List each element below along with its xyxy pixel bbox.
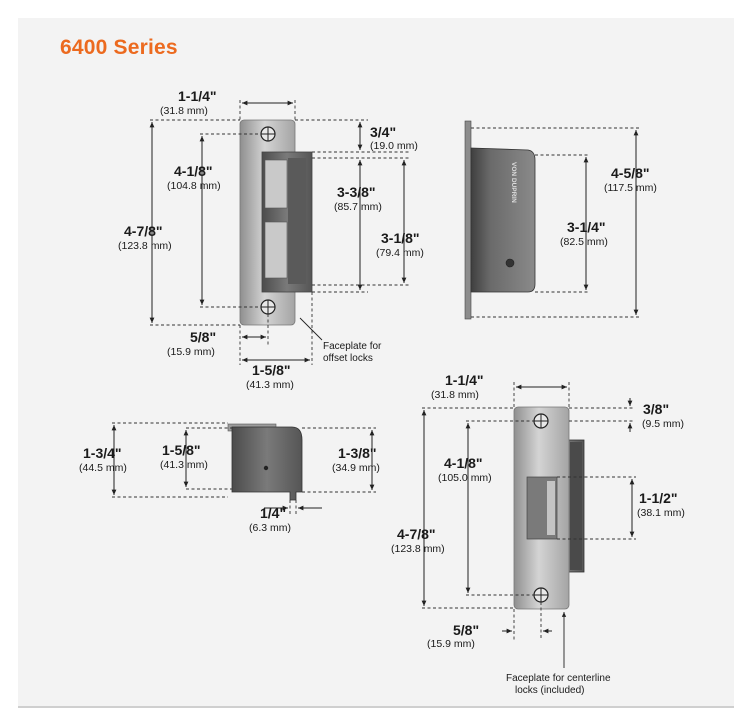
end-view: 1-3/4" (44.5 mm) 1-5/8" (41.3 mm) 1-3/8"…: [79, 422, 380, 534]
side-faceplate: [464, 120, 472, 320]
dim-body-height: 3-3/8": [337, 184, 376, 200]
faceplate-note-line2: offset locks: [323, 353, 373, 364]
dim-cl-keeper: 1-1/2": [639, 490, 678, 506]
dim-overall-mm: (123.8 mm): [118, 240, 172, 252]
screw-hole-icon: [533, 587, 549, 603]
dim-width-top: 1-1/4": [178, 88, 217, 104]
dim-end-lip: 1/4": [260, 505, 286, 521]
dim-end-depth-mm: (44.5 mm): [79, 462, 127, 474]
dim-hole-span: 4-1/8": [174, 163, 213, 179]
dim-top-gap: 3/4": [370, 124, 396, 140]
dim-hole-offset-mm: (15.9 mm): [167, 346, 215, 358]
dim-cl-width-top: 1-1/4": [445, 372, 484, 388]
centerline-note-line1: Faceplate for centerline: [506, 673, 611, 684]
dim-end-depth: 1-3/4": [83, 445, 122, 461]
screw-hole-icon: [260, 299, 276, 315]
dim-side-overall: 4-5/8": [611, 165, 650, 181]
dim-hole-offset: 5/8": [190, 329, 216, 345]
dim-cl-hole-span: 4-1/8": [444, 455, 483, 471]
dim-cl-hole-span-mm: (105.0 mm): [438, 472, 492, 484]
dim-side-body-mm: (82.5 mm): [560, 236, 608, 248]
dim-hole-span-mm: (104.8 mm): [167, 180, 221, 192]
dim-side-body: 3-1/4": [567, 219, 606, 235]
dim-bottom-width: 1-5/8": [252, 362, 291, 378]
dim-cl-top-gap-mm: (9.5 mm): [642, 418, 684, 430]
page-title: 6400 Series: [60, 36, 178, 59]
dim-width-top-mm: (31.8 mm): [160, 105, 208, 117]
faceplate-note-line1: Faceplate for: [323, 341, 382, 352]
centerline-note-line2: locks (included): [515, 685, 584, 696]
dim-cl-width-top-mm: (31.8 mm): [431, 389, 479, 401]
dim-top-gap-mm: (19.0 mm): [370, 140, 418, 152]
dim-cl-overall: 4-7/8": [397, 526, 436, 542]
dim-keeper-height-mm: (79.4 mm): [376, 247, 424, 259]
dim-side-overall-mm: (117.5 mm): [604, 182, 657, 194]
dim-end-right-mm: (34.9 mm): [332, 462, 380, 474]
dim-cl-hole-offset: 5/8": [453, 622, 479, 638]
screw-hole-icon: [260, 126, 276, 142]
dim-body-height-mm: (85.7 mm): [334, 201, 382, 213]
dim-cl-hole-offset-mm: (15.9 mm): [427, 638, 475, 650]
end-body: [231, 426, 303, 501]
side-view: VON DUPRIN 4-5/8" (117.5 mm) 3-1/4" (82.…: [464, 120, 657, 320]
dim-cl-keeper-mm: (38.1 mm): [637, 507, 685, 519]
screw-hole-icon: [533, 413, 549, 429]
dim-keeper-height: 3-1/8": [381, 230, 420, 246]
dim-end-right: 1-3/8": [338, 445, 377, 461]
side-body: [470, 147, 536, 293]
dim-bottom-width-mm: (41.3 mm): [246, 379, 294, 391]
front-view-centerline: 1-1/4" (31.8 mm) 3/8" (9.5 mm) 4-1/8" (1…: [391, 372, 685, 696]
side-screw-icon: [505, 258, 515, 268]
dim-end-body-mm: (41.3 mm): [160, 459, 208, 471]
dim-cl-overall-mm: (123.8 mm): [391, 543, 445, 555]
dim-end-lip-mm: (6.3 mm): [249, 522, 291, 534]
front-view-offset: 1-1/4" (31.8 mm) 3/4" (19.0 mm) 4-1/8" (…: [118, 88, 424, 391]
dim-end-body: 1-5/8": [162, 442, 201, 458]
dim-cl-top-gap: 3/8": [643, 401, 669, 417]
dim-overall: 4-7/8": [124, 223, 163, 239]
diagram-panel: [18, 18, 734, 708]
brand-mark: VON DUPRIN: [510, 162, 517, 203]
